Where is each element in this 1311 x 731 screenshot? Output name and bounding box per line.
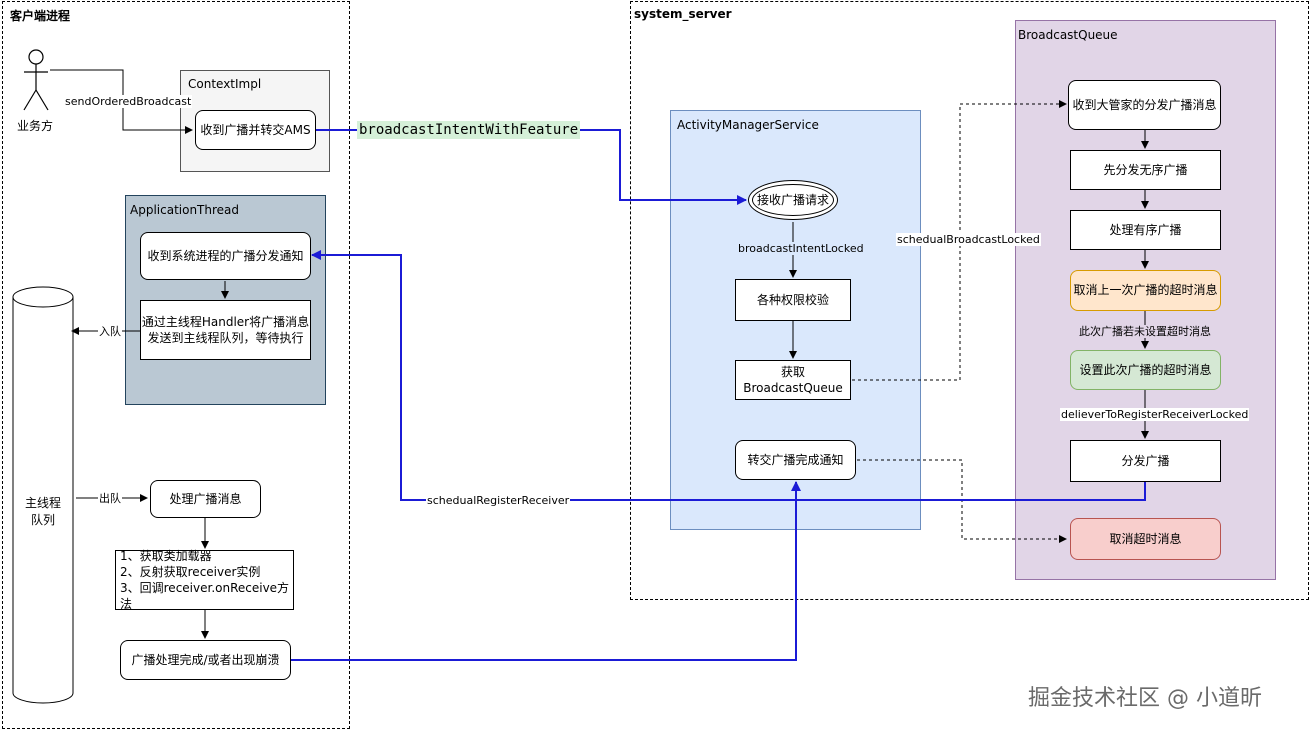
bq-receive-box: 收到大管家的分发广播消息 — [1068, 80, 1221, 130]
main-queue-label: 主线程 队列 — [24, 496, 61, 527]
bq-deliver-label: delieverToRegisterReceiverLocked — [1060, 408, 1250, 422]
bq-cancel-previous-box: 取消上一次广播的超时消息 — [1070, 270, 1221, 311]
complete-notify-flow — [291, 481, 801, 661]
enqueue-label: 入队 — [98, 325, 122, 339]
thread-notify-box: 收到系统进程的广播分发通知 — [140, 232, 311, 280]
intent-locked-label: broadcastIntentLocked — [737, 242, 865, 256]
dequeue-label: 出队 — [98, 492, 122, 506]
bq-dispatch-box: 分发广播 — [1070, 440, 1221, 482]
actor-icon — [23, 49, 49, 111]
thread-handler-box: 通过主线程Handler将广播消息 发送到主线程队列，等待执行 — [140, 300, 311, 360]
main-queue-cylinder — [12, 286, 74, 704]
schedule-register-label: schedualRegisterReceiver — [426, 494, 571, 508]
bq-cancel-timeout-box: 取消超时消息 — [1070, 518, 1221, 560]
bq-set-timeout-box: 设置此次广播的超时消息 — [1070, 350, 1221, 390]
schedule-locked-label: schedualBroadcastLocked — [896, 233, 1041, 247]
context-receive-box: 收到广播并转交AMS — [195, 110, 316, 150]
forward-complete-box: 转交广播完成通知 — [735, 440, 856, 480]
system-server-region — [630, 1, 1309, 600]
ams-title: ActivityManagerService — [677, 118, 819, 132]
get-broadcast-queue-box: 获取 BroadcastQueue — [735, 360, 851, 400]
watermark: 掘金技术社区 @ 小道昕 — [1028, 686, 1262, 711]
permission-check-box: 各种权限校验 — [735, 279, 851, 321]
intent-feature-flow — [316, 129, 747, 205]
intent-feature-label: broadcastIntentWithFeature — [357, 121, 581, 139]
broadcast-queue-title: BroadcastQueue — [1018, 28, 1118, 42]
process-detail-box: 1、获取类加载器 2、反射获取receiver实例 3、回调receiver.o… — [115, 549, 294, 611]
actor-label: 业务方 — [17, 119, 54, 133]
application-thread-title: ApplicationThread — [130, 203, 240, 217]
client-process-title: 客户端进程 — [10, 9, 71, 23]
complete-or-crash-box: 广播处理完成/或者出现崩溃 — [120, 640, 291, 680]
bq-ordered-box: 处理有序广播 — [1070, 210, 1221, 250]
send-ordered-broadcast-label: sendOrderedBroadcast — [64, 95, 193, 109]
process-broadcast-box: 处理广播消息 — [150, 480, 261, 518]
system-server-title: system_server — [634, 7, 732, 21]
ams-receive-node-inner: 接收广播请求 — [752, 184, 834, 216]
client-process-region — [2, 1, 350, 729]
bq-no-timeout-label: 此次广播若未设置超时消息 — [1078, 325, 1212, 339]
context-impl-title: ContextImpl — [188, 77, 262, 91]
bq-unordered-box: 先分发无序广播 — [1070, 150, 1221, 190]
schedule-register-flow — [311, 250, 1146, 501]
